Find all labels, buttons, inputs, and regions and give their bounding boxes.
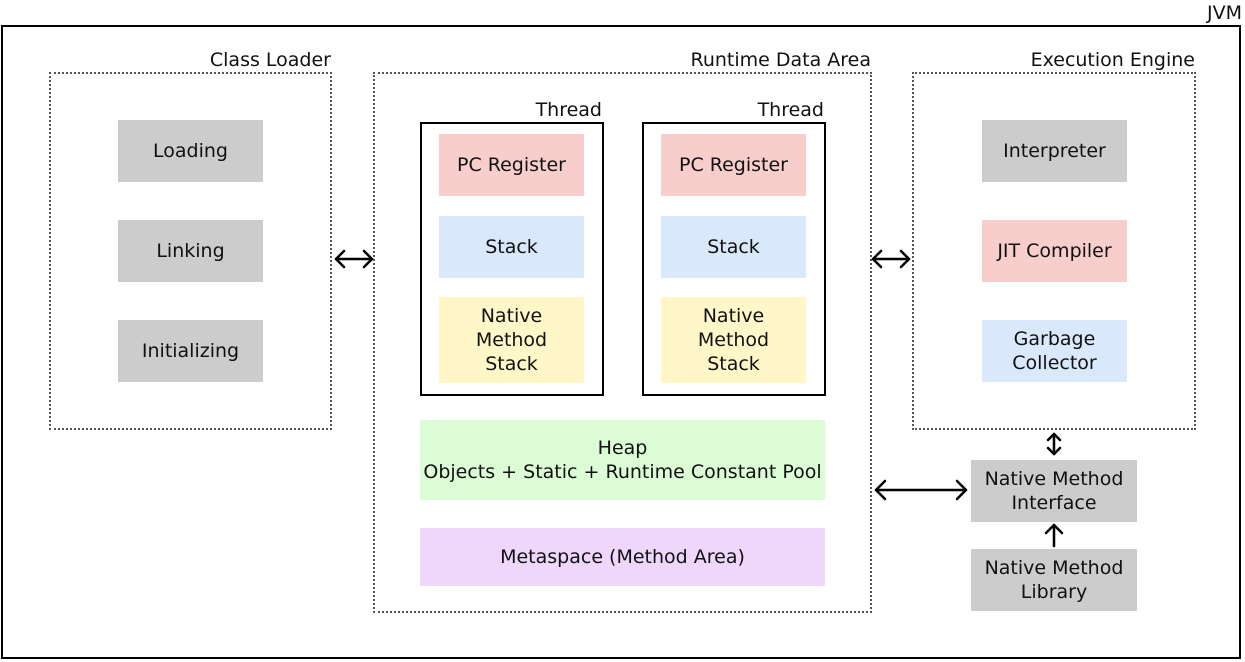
thread-1-title: Thread	[535, 99, 602, 121]
linking-step: Linking	[118, 220, 263, 282]
metaspace-box: Metaspace (Method Area)	[420, 528, 825, 586]
class-loader-runtime-arrow	[334, 249, 374, 269]
execution-engine-container	[912, 72, 1196, 430]
thread-1-container	[420, 122, 604, 396]
thread-2-container	[642, 122, 826, 396]
thread-2-stack: Stack	[661, 216, 806, 278]
thread-1-native-method-stack: Native Method Stack	[439, 297, 584, 383]
heap-native-interface-arrow	[874, 479, 968, 501]
runtime-data-area-title: Runtime Data Area	[690, 49, 871, 71]
jit-compiler-box: JIT Compiler	[982, 220, 1127, 282]
native-method-library-box: Native Method Library	[971, 549, 1137, 611]
thread-2-title: Thread	[757, 99, 824, 121]
heap-box: Heap Objects + Static + Runtime Constant…	[420, 420, 825, 500]
thread-2-native-method-stack: Native Method Stack	[661, 297, 806, 383]
class-loader-container	[49, 72, 332, 430]
initializing-step: Initializing	[118, 320, 263, 382]
loading-step: Loading	[118, 120, 263, 182]
class-loader-title: Class Loader	[209, 49, 331, 71]
jvm-frame	[1, 25, 1241, 659]
execution-engine-native-interface-arrow	[1046, 432, 1062, 456]
thread-1-stack: Stack	[439, 216, 584, 278]
jvm-title: JVM	[1207, 2, 1242, 24]
runtime-execution-engine-arrow	[871, 249, 911, 269]
garbage-collector-box: Garbage Collector	[982, 320, 1127, 382]
interpreter-box: Interpreter	[982, 120, 1127, 182]
library-to-interface-arrow	[1044, 523, 1064, 548]
execution-engine-title: Execution Engine	[1030, 49, 1195, 71]
thread-2-pc-register: PC Register	[661, 134, 806, 196]
runtime-data-area-container	[373, 72, 872, 613]
thread-1-pc-register: PC Register	[439, 134, 584, 196]
native-method-interface-box: Native Method Interface	[971, 460, 1137, 522]
